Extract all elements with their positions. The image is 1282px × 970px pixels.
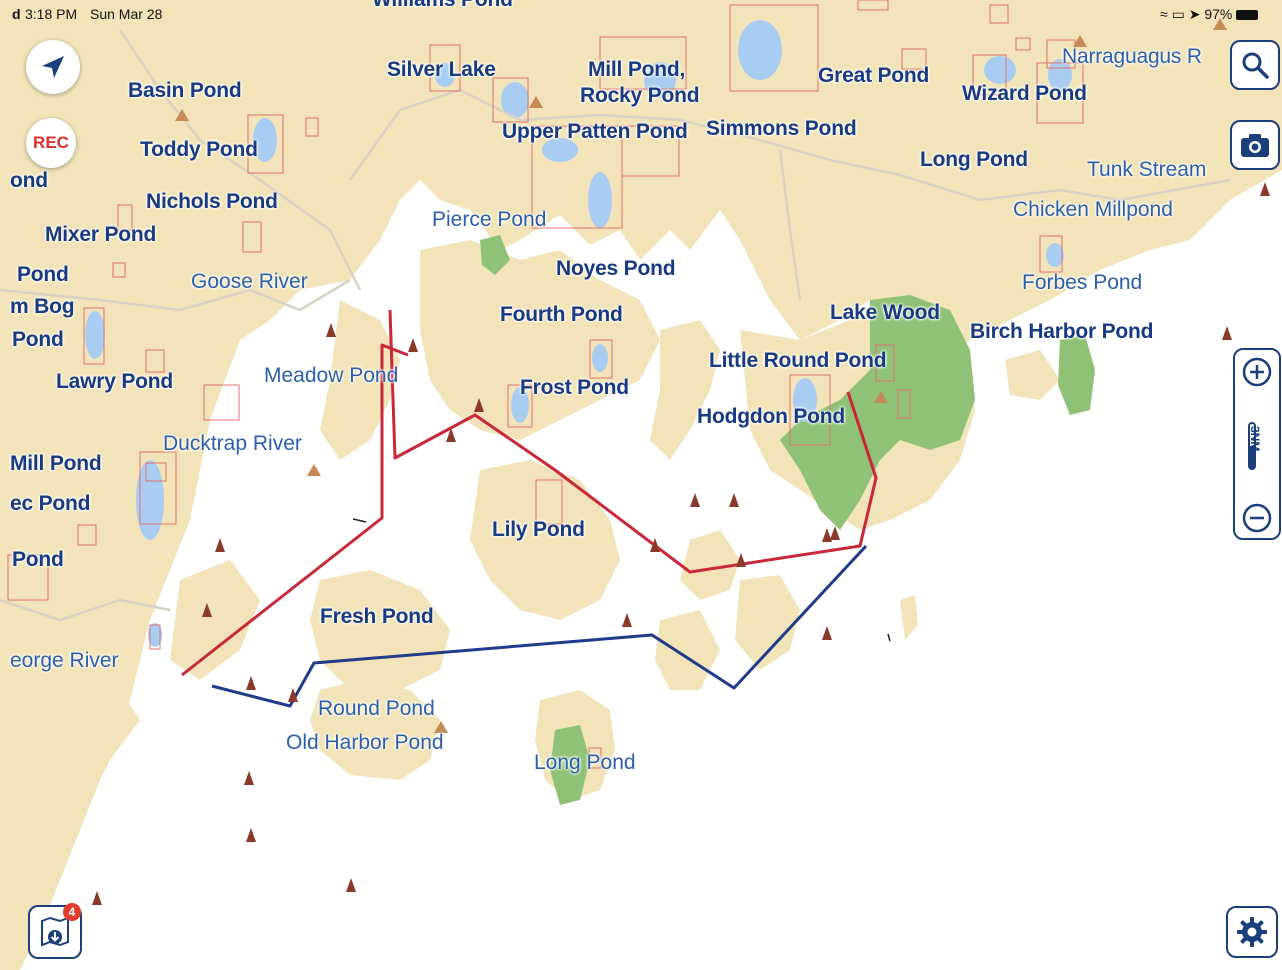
screen-mirror-icon: ▭ bbox=[1171, 6, 1185, 22]
route-red bbox=[181, 309, 878, 677]
map-label: Lawry Pond bbox=[56, 370, 174, 393]
map-label: Simmons Pond bbox=[706, 117, 857, 140]
map-label: Long Pond bbox=[534, 751, 636, 774]
zoom-panel bbox=[1233, 348, 1281, 540]
map-label: Toddy Pond bbox=[140, 138, 258, 161]
navigate-button[interactable] bbox=[26, 40, 80, 94]
camera-button[interactable] bbox=[1230, 120, 1280, 170]
map-label: Round Pond bbox=[318, 697, 435, 720]
map-label: Lily Pond bbox=[492, 518, 585, 541]
map-label: Williams Pond bbox=[372, 0, 513, 12]
map-label: Mixer Pond bbox=[45, 223, 157, 246]
map-label: Fresh Pond bbox=[320, 605, 434, 628]
navigation-arrow-icon bbox=[42, 56, 64, 78]
settings-button[interactable] bbox=[1226, 906, 1278, 958]
map-label: Wizard Pond bbox=[962, 82, 1087, 105]
map-label: Ducktrap River bbox=[163, 432, 302, 455]
map-label: Upper Patten Pond bbox=[502, 120, 688, 143]
download-count-badge: 4 bbox=[63, 903, 81, 921]
map-label: m Bog bbox=[10, 295, 75, 318]
map-label: Goose River bbox=[191, 270, 308, 293]
map-label: Great Pond bbox=[818, 64, 930, 87]
map-label: Birch Harbor Pond bbox=[970, 320, 1154, 343]
status-icons: ≈ ▭ ➤ 97% bbox=[1160, 6, 1259, 23]
map-download-icon bbox=[41, 916, 69, 947]
map-label: Meadow Pond bbox=[264, 364, 399, 387]
map-label: Pierce Pond bbox=[432, 208, 547, 231]
battery-icon bbox=[1236, 10, 1259, 21]
map-label: eorge River bbox=[10, 649, 119, 672]
map-label: Rocky Pond bbox=[580, 84, 700, 107]
wifi-icon: ≈ bbox=[1160, 6, 1168, 22]
map-label: Basin Pond bbox=[128, 79, 242, 102]
battery-percent: 97% bbox=[1204, 6, 1233, 22]
map-label: Narraguagus R bbox=[1062, 45, 1202, 68]
plus-icon bbox=[1242, 357, 1272, 387]
zoom-in-button[interactable] bbox=[1241, 356, 1273, 388]
search-icon bbox=[1242, 52, 1269, 79]
map-label: ond bbox=[10, 169, 48, 192]
status-date: Sun Mar 28 bbox=[90, 6, 163, 22]
scale-label: 3NM bbox=[1248, 426, 1262, 452]
feature-boxes bbox=[7, 0, 1084, 769]
map-label: Pond bbox=[12, 328, 64, 351]
zoom-out-button[interactable] bbox=[1241, 502, 1273, 534]
location-arrow-icon: ➤ bbox=[1188, 6, 1201, 22]
map-label: Pond bbox=[12, 548, 64, 571]
map-label: Noyes Pond bbox=[556, 257, 676, 280]
map-label: ec Pond bbox=[10, 492, 91, 515]
gear-icon bbox=[1237, 917, 1267, 947]
map-label: Forbes Pond bbox=[1022, 271, 1143, 294]
map-label: Silver Lake bbox=[387, 58, 496, 81]
map-label: Mill Pond, bbox=[588, 58, 686, 81]
map-label: Fourth Pond bbox=[500, 303, 623, 326]
rec-label: REC bbox=[33, 133, 69, 152]
chart-dashes bbox=[352, 518, 891, 642]
map-label: Frost Pond bbox=[520, 376, 629, 399]
summit-triangles bbox=[175, 18, 1227, 733]
map-label: Mill Pond bbox=[10, 452, 102, 475]
map-label: Tunk Stream bbox=[1087, 158, 1207, 181]
scale-bar-icon bbox=[1248, 422, 1256, 470]
minus-icon bbox=[1242, 503, 1272, 533]
search-button[interactable] bbox=[1230, 40, 1280, 90]
lakes bbox=[85, 20, 1072, 647]
marker-icons bbox=[92, 182, 1270, 905]
map-label: Old Harbor Pond bbox=[286, 731, 444, 754]
map-label: Lake Wood bbox=[830, 301, 940, 324]
status-carrier: d bbox=[12, 6, 21, 22]
status-time: 3:18 PM bbox=[25, 6, 78, 22]
map-label: Hodgdon Pond bbox=[697, 405, 846, 428]
record-button[interactable]: REC bbox=[26, 118, 76, 168]
park-areas bbox=[480, 235, 1095, 805]
map-label: Long Pond bbox=[920, 148, 1028, 171]
camera-icon bbox=[1241, 134, 1269, 157]
map-label: Little Round Pond bbox=[709, 349, 887, 372]
map-label: Nichols Pond bbox=[146, 190, 278, 213]
map-label: Chicken Millpond bbox=[1013, 198, 1173, 221]
route-blue bbox=[211, 544, 868, 708]
map-label: Pond bbox=[17, 263, 69, 286]
